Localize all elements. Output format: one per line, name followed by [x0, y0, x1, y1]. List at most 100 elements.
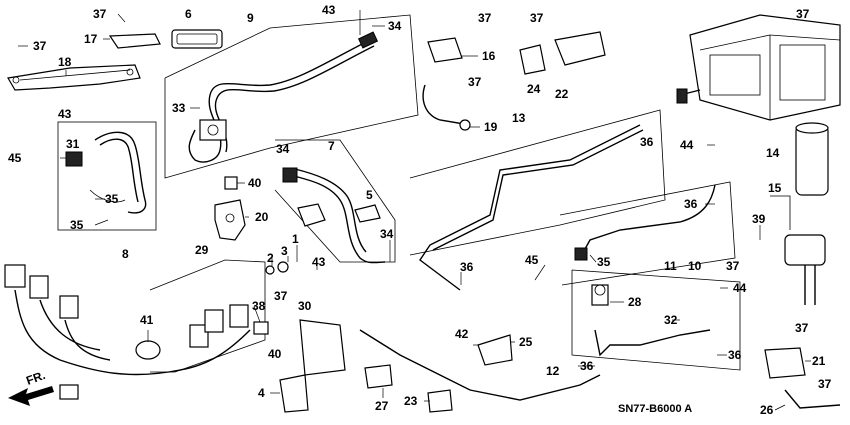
part-26-bracket — [784, 389, 841, 409]
callout-23: 23 — [404, 394, 418, 408]
callout-2: 2 — [267, 251, 274, 265]
callout-21: 21 — [812, 354, 826, 368]
callout-36: 36 — [728, 348, 742, 362]
part-38-sensor — [253, 321, 269, 335]
part-41-grommet — [135, 340, 161, 360]
part-10-hose — [579, 184, 716, 259]
part-15-valve — [784, 234, 826, 305]
callout-1: 1 — [292, 232, 299, 246]
callout-34: 34 — [380, 227, 394, 241]
callout-37: 37 — [93, 7, 107, 21]
part-6-gasket — [171, 29, 223, 49]
group-frames — [57, 14, 791, 373]
part-lower-pipe — [359, 329, 601, 401]
callout-37: 37 — [795, 321, 809, 335]
part-12-pipe — [594, 329, 711, 357]
callout-37: 37 — [468, 75, 482, 89]
part-8-hose-assembly — [65, 131, 147, 214]
part-24-clip — [519, 44, 546, 75]
leader-lines — [18, 10, 811, 411]
callout-14: 14 — [766, 146, 780, 160]
callout-35: 35 — [597, 255, 611, 269]
callout-28: 28 — [628, 295, 642, 309]
callout-36: 36 — [640, 135, 654, 149]
part-23-clip — [427, 389, 453, 413]
callout-35: 35 — [70, 218, 84, 232]
callout-37: 37 — [33, 39, 47, 53]
part-30-bracket — [299, 319, 346, 376]
callout-37: 37 — [478, 11, 492, 25]
part-19-bracket — [422, 84, 471, 126]
callout-30: 30 — [298, 299, 312, 313]
part-20-bracket — [214, 199, 246, 241]
callout-8: 8 — [122, 247, 129, 261]
callout-9: 9 — [247, 11, 254, 25]
callout-32: 32 — [664, 313, 678, 327]
part-4-clamp — [279, 374, 309, 413]
part-27-clip — [364, 364, 393, 389]
part-evaporator-unit — [676, 14, 841, 121]
part-28-switch — [591, 284, 609, 306]
part-2-nut — [265, 265, 275, 275]
callout-40: 40 — [248, 176, 262, 190]
callout-34: 34 — [276, 142, 290, 156]
callout-6: 6 — [185, 7, 192, 21]
callout-45: 45 — [525, 253, 539, 267]
callout-31: 31 — [66, 137, 80, 151]
callout-43: 43 — [312, 255, 326, 269]
callout-12: 12 — [546, 364, 560, 378]
callout-40: 40 — [268, 347, 282, 361]
callout-44: 44 — [680, 138, 694, 152]
front-direction-arrow — [8, 386, 54, 406]
callout-13: 13 — [512, 111, 526, 125]
callout-37: 37 — [818, 377, 832, 391]
part-14-receiver — [795, 122, 829, 196]
front-direction-label: FR. — [24, 368, 47, 388]
callout-45: 45 — [8, 151, 22, 165]
callout-36: 36 — [580, 359, 594, 373]
callout-42: 42 — [455, 327, 469, 341]
callout-43: 43 — [58, 107, 72, 121]
callout-37: 37 — [530, 11, 544, 25]
callout-39: 39 — [752, 212, 766, 226]
callout-20: 20 — [255, 210, 269, 224]
part-16-clamp — [427, 37, 463, 63]
callout-18: 18 — [58, 55, 72, 69]
callout-36: 36 — [684, 197, 698, 211]
callout-37: 37 — [726, 259, 740, 273]
callout-41: 41 — [140, 313, 154, 327]
part-17-clip — [108, 33, 161, 49]
part-7-hose — [282, 167, 386, 264]
part-9-hose — [188, 31, 379, 163]
part-3-nut — [277, 261, 289, 273]
part-21-bracket — [764, 347, 806, 379]
callout-36: 36 — [460, 260, 474, 274]
part-25-bracket — [477, 334, 513, 366]
callout-37: 37 — [796, 7, 810, 21]
callout-34: 34 — [388, 19, 402, 33]
part-5-clamp — [354, 204, 381, 223]
callout-25: 25 — [519, 335, 533, 349]
callout-29: 29 — [195, 243, 209, 257]
callout-19: 19 — [484, 120, 498, 134]
callout-11: 11 — [664, 259, 677, 273]
part-29-harness — [4, 264, 251, 400]
callout-27: 27 — [375, 399, 389, 413]
catalog-code: SN77-B6000 A — [618, 403, 692, 415]
callout-16: 16 — [482, 49, 496, 63]
callout-33: 33 — [172, 101, 186, 115]
callout-35: 35 — [105, 192, 119, 206]
callout-26: 26 — [760, 403, 774, 417]
callout-5: 5 — [366, 188, 373, 202]
callout-7: 7 — [328, 139, 335, 153]
callout-labels: 37 37 37 37 37 37 37 37 37 37 37 6 9 43 … — [8, 3, 832, 417]
callout-43: 43 — [322, 3, 336, 17]
part-40-nut — [224, 176, 238, 190]
part-18-bracket — [7, 64, 141, 91]
callout-44: 44 — [733, 281, 747, 295]
callout-17: 17 — [84, 32, 98, 46]
callout-3: 3 — [281, 244, 288, 258]
parts — [4, 14, 841, 413]
